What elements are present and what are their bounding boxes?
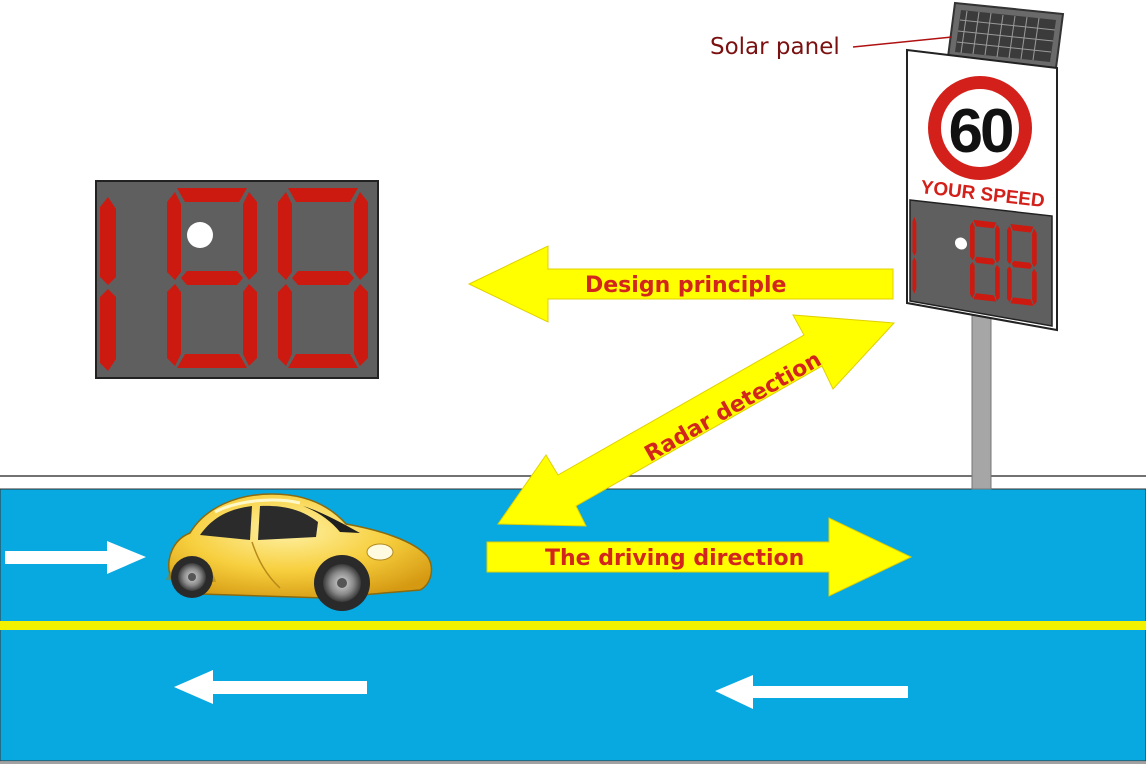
road-centerline [0,621,1146,630]
car-icon [166,493,433,611]
large-speed-display: 188 [95,180,379,379]
radar-detection-label: Radar detection [641,347,826,467]
sign-display-digits: 188 [912,216,1037,307]
speed-limit-value: 60 [949,97,1012,166]
design-principle-arrow: Design principle [467,245,894,323]
driving-direction-arrow: The driving direction [486,517,913,597]
design-principle-label: Design principle [585,273,786,298]
lane-arrow-left-icon [715,675,908,709]
lane-arrow-left-icon [174,670,367,704]
sign-pole [971,311,992,490]
lane-arrow-right-icon [5,541,146,574]
solar-panel-pointer [852,36,953,48]
speed-sign-icon: 60 YOUR SPEED 188 [906,48,1058,332]
solar-panel-label: Solar panel [710,34,840,60]
driving-direction-label: The driving direction [545,546,804,571]
